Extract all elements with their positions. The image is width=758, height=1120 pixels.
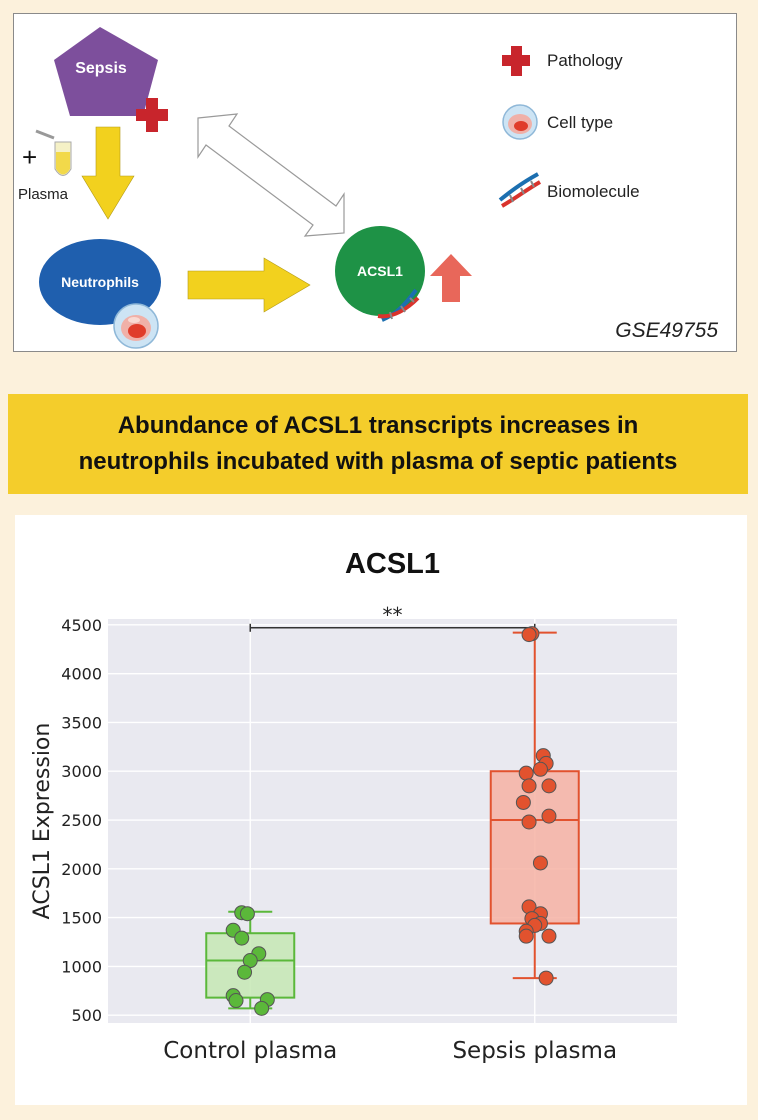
y-tick-label: 1500 (61, 909, 102, 928)
caption-line-2: neutrophils incubated with plasma of sep… (78, 448, 678, 475)
y-tick-label: 2500 (61, 811, 102, 830)
data-point (518, 765, 534, 781)
right-arrow (187, 257, 311, 313)
data-point (541, 928, 557, 944)
data-point (237, 964, 253, 980)
data-point (541, 778, 557, 794)
caption-line-1: Abundance of ACSL1 transcripts increases… (117, 412, 639, 439)
y-tick-label: 4000 (61, 665, 102, 684)
diagram-panel: Sepsis + Plasma Neutrophils ACSL1 Pathol… (13, 13, 737, 352)
legend-label-pathology: Pathology (547, 51, 623, 70)
data-point (239, 906, 255, 922)
y-axis-label: ACSL1 Expression (30, 723, 55, 920)
box-plot: 500 1000 1500 2000 2500 3000 3500 4000 4500Contr… (30, 548, 677, 1064)
legend-label-cell-type: Cell type (547, 113, 614, 132)
neutrophils-cell-icon (113, 303, 159, 349)
legend-label-biomolecule: Biomolecule (547, 182, 640, 201)
box-iqr (205, 932, 296, 999)
sepsis-pentagon (54, 27, 158, 116)
y-tick-label: 4500 (61, 616, 102, 635)
data-point (521, 778, 537, 794)
sepsis-cross-icon (136, 98, 168, 132)
chart-title: ACSL1 (345, 548, 440, 580)
neutrophils-ellipse (39, 239, 161, 325)
data-point (538, 970, 554, 986)
down-arrow (81, 126, 135, 220)
legend-cell-icon (502, 104, 538, 140)
neutrophils-label: Neutrophils (61, 274, 139, 290)
data-point (532, 855, 548, 871)
plasma-plus-sign: + (22, 142, 38, 172)
x-tick-label: Control plasma (163, 1038, 337, 1064)
plot-background (108, 619, 677, 1023)
data-point (541, 808, 557, 824)
diagram-graphic (35, 27, 541, 349)
plasma-label: Plasma (18, 186, 69, 203)
double-arrow (197, 113, 345, 237)
caption-band: Abundance of ACSL1 transcripts increases… (8, 394, 748, 494)
increase-arrow-icon (430, 254, 472, 302)
y-tick-label: 3500 (61, 713, 102, 732)
acsl1-circle (335, 226, 425, 316)
data-point (518, 928, 534, 944)
y-tick-label: 1000 (61, 957, 102, 976)
plasma-tube-icon (35, 129, 72, 176)
data-point (521, 814, 537, 830)
y-tick-label: 500 (71, 1006, 102, 1025)
legend-dna-icon (498, 172, 541, 208)
dataset-id: GSE49755 (615, 319, 718, 342)
significance-label: ** (383, 603, 403, 627)
y-tick-label: 2000 (61, 860, 102, 879)
box-iqr (489, 770, 580, 925)
data-point (228, 993, 244, 1009)
data-point (234, 930, 250, 946)
data-point (521, 627, 537, 643)
acsl1-dna-icon (377, 288, 420, 322)
data-point (515, 794, 531, 810)
data-point (254, 1000, 270, 1016)
x-tick-label: Sepsis plasma (452, 1038, 617, 1064)
acsl1-node-label: ACSL1 (357, 263, 403, 279)
data-point (532, 761, 548, 777)
y-tick-label: 3000 (61, 762, 102, 781)
legend-cross-icon (502, 46, 530, 76)
sepsis-label: Sepsis (75, 60, 127, 77)
